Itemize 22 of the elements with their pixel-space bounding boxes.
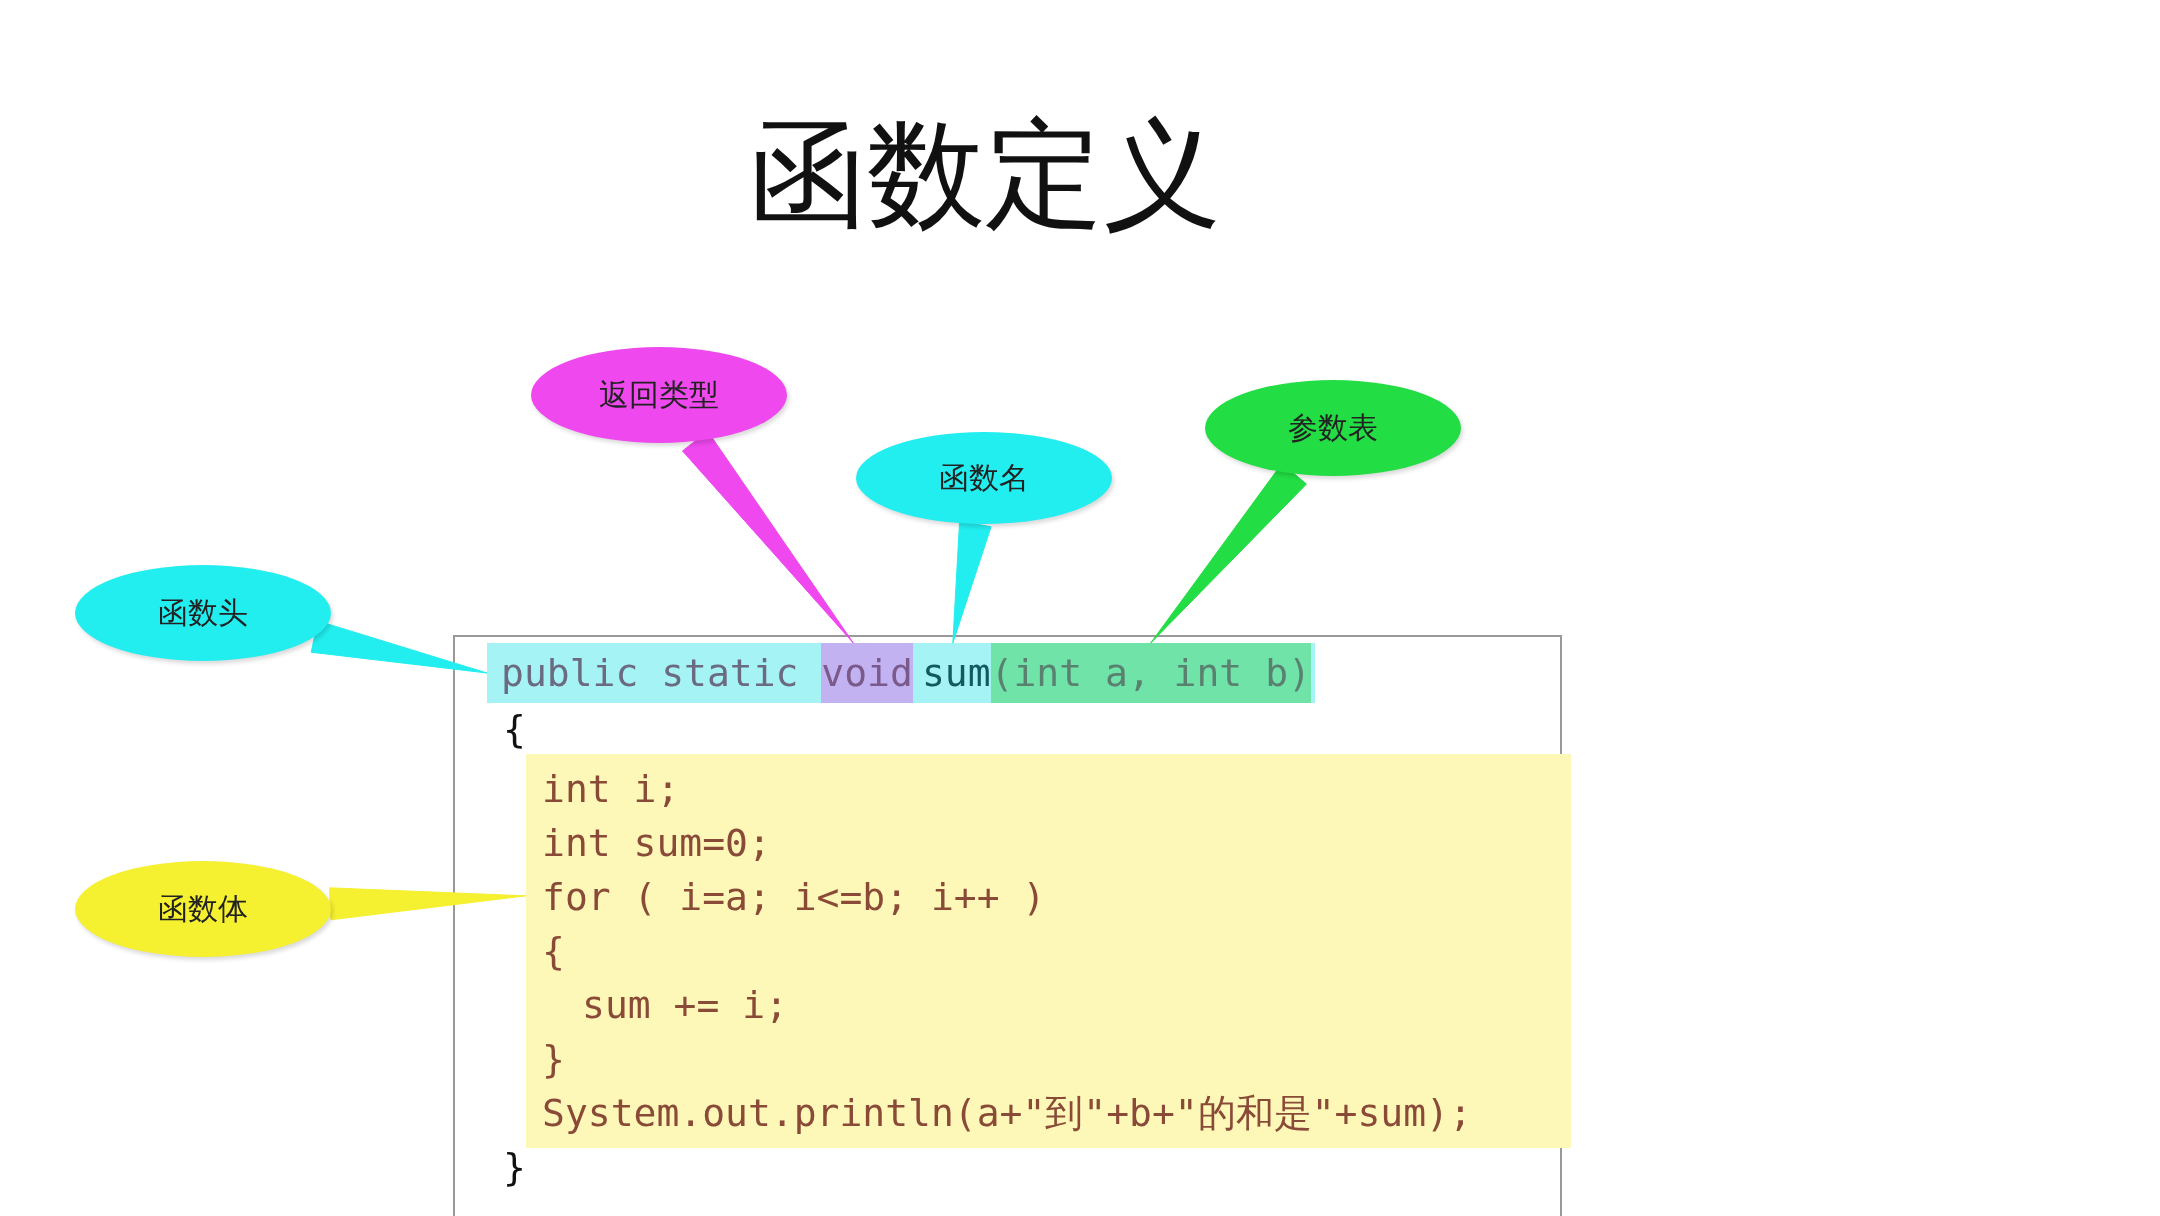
callout-tail: [329, 887, 527, 921]
code-line: {: [541, 928, 565, 975]
callout-bubble: 函数头: [75, 565, 331, 661]
code-line: for ( i=a; i<=b; i++ ): [541, 874, 1046, 921]
callout-bubble: 函数名: [856, 432, 1112, 524]
code-highlight: void: [821, 643, 913, 703]
title: 函数定义: [748, 110, 1222, 240]
code-line: int sum=0;: [541, 820, 771, 867]
code-text: public static: [501, 650, 800, 697]
code-line: int i;: [541, 766, 680, 813]
code-brace: }: [503, 1144, 526, 1191]
callout-bubble: 函数体: [75, 861, 331, 957]
callout-tail: [952, 520, 992, 644]
code-line: sum += i;: [581, 982, 788, 1029]
code-highlight: (int a, int b): [990, 643, 1311, 703]
code-brace: {: [503, 706, 526, 753]
callout-bubble: 返回类型: [531, 347, 787, 443]
code-line: }: [541, 1036, 565, 1083]
code-highlight-band: [487, 643, 1315, 703]
callout-bubble: 参数表: [1205, 380, 1461, 476]
code-highlight-block: [526, 754, 1571, 1148]
code-line: System.out.println(a+"到"+b+"的和是"+sum);: [541, 1090, 1472, 1137]
